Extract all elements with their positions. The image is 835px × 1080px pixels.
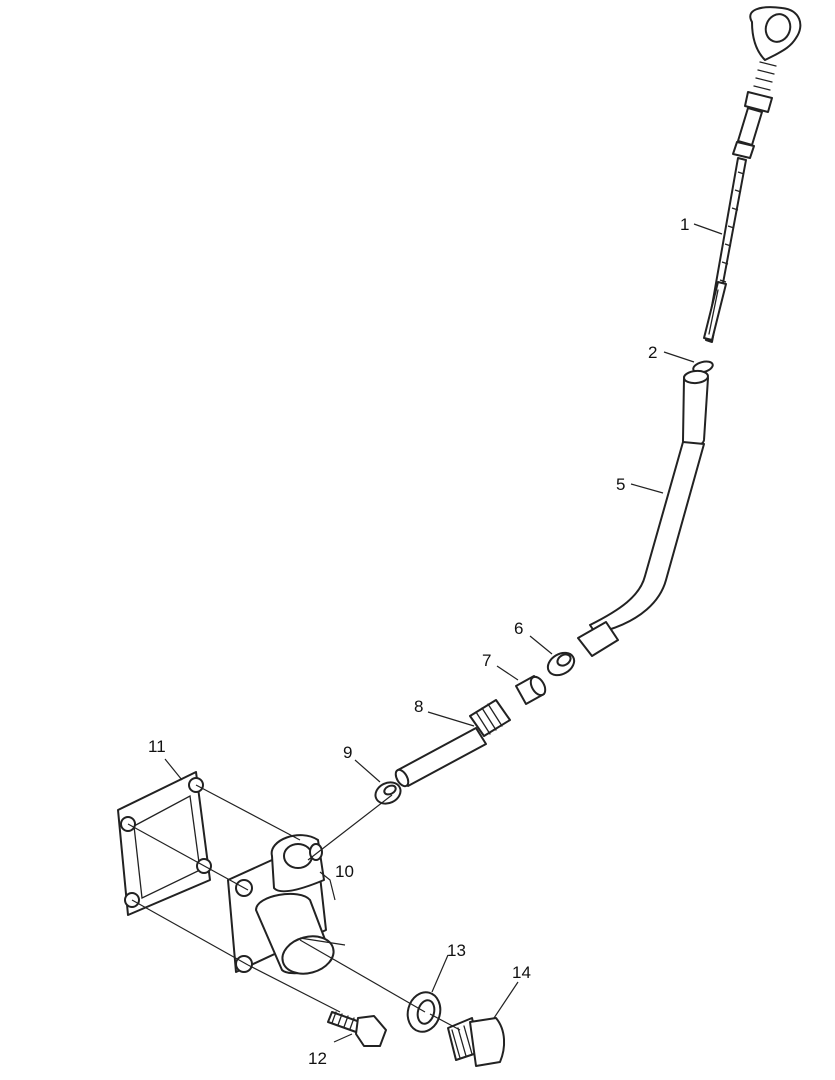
part-1-dipstick [703, 6, 802, 343]
part-10-flange-housing [227, 834, 335, 975]
callout-7: 7 [482, 651, 491, 670]
assembly-lines [127, 784, 461, 1031]
callout-13: 13 [447, 941, 466, 960]
callout-14: 14 [512, 963, 531, 982]
part-5-dipstick-tube [577, 369, 709, 657]
part-14-drain-plug [447, 1017, 506, 1067]
callout-11: 11 [148, 737, 166, 756]
callout-labels: 1 2 5 6 7 8 9 10 11 12 13 14 [148, 215, 689, 1068]
part-12-bolt [327, 1011, 387, 1047]
callout-1: 1 [680, 215, 689, 234]
part-7-sleeve [515, 675, 547, 705]
callout-12: 12 [308, 1049, 327, 1068]
callout-6: 6 [514, 619, 523, 638]
part-9-seal-ring [374, 781, 402, 805]
callout-8: 8 [414, 697, 423, 716]
callout-2: 2 [648, 343, 657, 362]
callout-9: 9 [343, 743, 352, 762]
part-6-seal-ring [546, 651, 576, 677]
callout-10: 10 [335, 862, 354, 881]
callout-5: 5 [616, 475, 625, 494]
part-8-adapter-tube [394, 699, 511, 788]
callout-leaders [164, 223, 723, 1043]
